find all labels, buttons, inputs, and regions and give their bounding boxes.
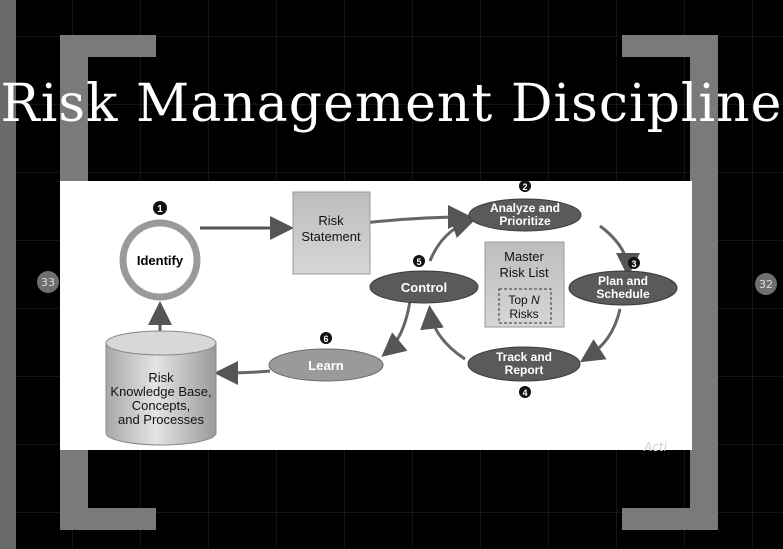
arrow-learn-to-knowledge: [214, 360, 271, 385]
watermark-text: Acti: [644, 440, 667, 454]
step-6-badge: [320, 332, 332, 344]
prev-slide-button[interactable]: 33: [37, 271, 59, 293]
analyze-line2: Prioritize: [499, 214, 551, 228]
track-line2: Report: [505, 363, 544, 377]
learn-label: Learn: [308, 358, 343, 373]
plan-line2: Schedule: [596, 287, 650, 301]
top-n-line1: Top N: [508, 293, 540, 307]
identify-ring: [119, 219, 201, 301]
top-n-risks-box: [498, 288, 552, 324]
track-line1: Track and: [496, 350, 552, 364]
control-label: Control: [401, 280, 447, 295]
step-1-badge: [153, 201, 167, 215]
control-oval: [369, 270, 479, 304]
knowledge-base-line3: Concepts,: [132, 398, 191, 413]
arrow-analyze-to-plan: [599, 224, 640, 277]
analyze-oval: [468, 198, 582, 232]
track-oval: [467, 346, 581, 382]
step-4-badge: [519, 386, 531, 398]
risk-diagram-svg: Identify 1 Risk Statement Analyze and Pr…: [105, 181, 678, 446]
step-4-label: 4: [522, 388, 527, 398]
step-5-badge: [413, 255, 425, 267]
master-list-line1: Master: [504, 249, 544, 264]
arrow-control-to-learn: [381, 300, 412, 357]
master-list-line2: Risk List: [499, 265, 549, 280]
identify-label: Identify: [137, 253, 184, 268]
risk-statement-box: [292, 191, 371, 275]
knowledge-base-line4: and Processes: [118, 412, 204, 427]
knowledge-base-line2: Knowledge Base,: [110, 384, 211, 399]
next-slide-button[interactable]: 32: [755, 273, 777, 295]
knowledge-base-cylinder: [105, 330, 217, 446]
slide-title: Risk Management Discipline: [0, 74, 783, 134]
step-1-label: 1: [157, 204, 163, 215]
step-5-label: 5: [416, 257, 421, 267]
top-n-line2: Risks: [509, 307, 538, 321]
analyze-line1: Analyze and: [490, 201, 560, 215]
learn-oval: [268, 348, 384, 382]
arrow-statement-to-analyze: [363, 205, 472, 230]
arrow-track-to-control: [420, 305, 466, 361]
arrow-control-to-analyze: [428, 215, 476, 262]
step-3-badge: [628, 257, 640, 269]
arrow-plan-to-track: [579, 308, 622, 363]
risk-diagram: Identify 1 Risk Statement Analyze and Pr…: [60, 181, 692, 450]
flow-arrows: [148, 205, 640, 385]
step-3-label: 3: [631, 259, 636, 269]
step-2-label: 2: [522, 182, 527, 192]
plan-line1: Plan and: [598, 274, 648, 288]
risk-statement-line1: Risk: [318, 213, 344, 228]
left-edge-bar: [0, 0, 16, 549]
risk-statement-line2: Statement: [301, 229, 361, 244]
next-slide-number: 32: [759, 277, 773, 291]
knowledge-base-line1: Risk: [148, 370, 174, 385]
step-6-label: 6: [323, 334, 328, 344]
prev-slide-number: 33: [41, 275, 55, 289]
step-2-badge: [519, 181, 531, 192]
plan-oval: [568, 270, 678, 306]
